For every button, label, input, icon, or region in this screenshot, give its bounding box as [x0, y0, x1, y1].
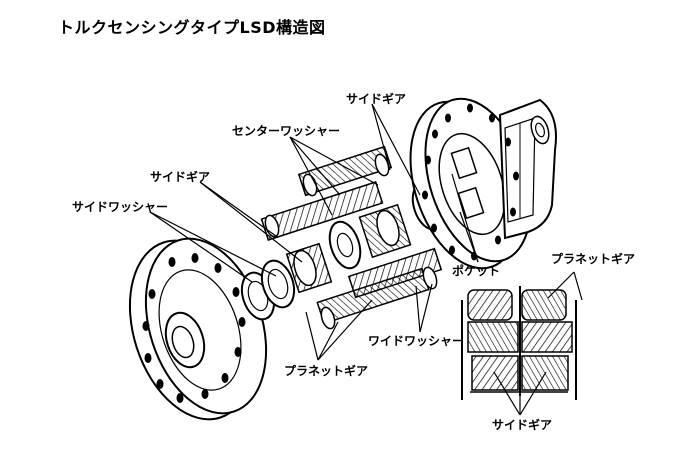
label-side-gear-left: サイドギア: [150, 170, 211, 184]
label-side-gear-bottom-right: サイドギア: [492, 418, 553, 432]
label-pocket: ポケット: [452, 264, 501, 278]
label-wide-washer: ワイドワッシャー: [368, 334, 465, 348]
label-side-washer: サイドワッシャー: [72, 200, 169, 214]
side-washer-left: [240, 259, 296, 321]
label-planet-gear-right: プラネットギア: [551, 252, 636, 266]
flange-cover-left: [128, 237, 268, 421]
label-planet-gear-bottom: プラネットギア: [284, 364, 369, 378]
differential-case-right: [409, 97, 557, 270]
label-center-washer: センターワッシャー: [232, 124, 341, 138]
label-side-gear-top: サイドギア: [346, 92, 407, 106]
diagram-title: トルクセンシングタイプLSD構造図: [58, 18, 326, 37]
inset-gear-detail: [461, 286, 577, 400]
leader-lines: [149, 103, 583, 416]
